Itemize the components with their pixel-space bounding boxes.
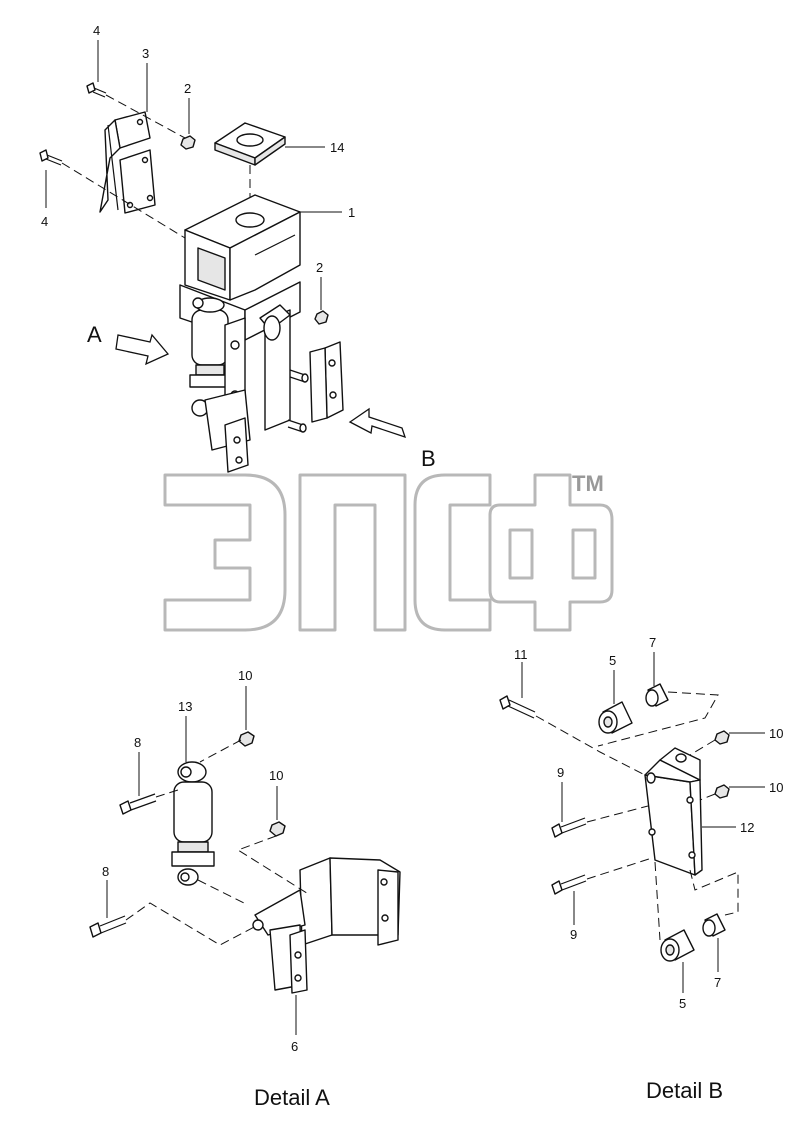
detail-a-shock-absorber [171, 761, 215, 886]
detail-a-callout-10-top: 10 [238, 668, 252, 683]
detail-b-bolt-9-top [551, 817, 587, 838]
detail-b-callout-10-top: 10 [769, 726, 783, 741]
detail-b-bushing-5-top [598, 701, 633, 734]
detail-a-bolt-8-bottom [89, 915, 127, 938]
detail-a-nut-10-mid [269, 821, 286, 837]
view-arrow-a [115, 333, 170, 366]
detail-a-callout-13: 13 [178, 699, 192, 714]
view-label-a: A [87, 322, 102, 347]
callout-3: 3 [142, 46, 149, 61]
detail-a-nut-10-top [238, 731, 255, 747]
detail-b-callout-7-bot: 7 [714, 975, 721, 990]
callout-14: 14 [330, 140, 344, 155]
detail-b: 11 5 7 10 9 10 12 9 5 7 Detail B [499, 635, 783, 1103]
part-2-nut-right [314, 310, 329, 325]
right-bracket [287, 341, 344, 433]
detail-a-callout-8-top: 8 [134, 735, 141, 750]
detail-b-callout-10-mid: 10 [769, 780, 783, 795]
detail-b-sleeve-7-top [645, 683, 669, 707]
watermark-logo: TM [163, 471, 614, 632]
watermark-tm: TM [572, 471, 604, 496]
detail-b-bracket-12 [644, 747, 703, 876]
side-plates [204, 304, 291, 473]
main-assembly: A B 4 3 2 14 4 1 2 [39, 23, 436, 473]
callout-4-top: 4 [93, 23, 100, 38]
detail-b-callout-9-top: 9 [557, 765, 564, 780]
detail-b-callout-11: 11 [514, 647, 528, 662]
part-2-nut-top [180, 135, 196, 150]
detail-b-callout-12: 12 [740, 820, 754, 835]
detail-b-bushing-5-bottom [660, 929, 695, 962]
detail-a-bracket [252, 857, 401, 994]
detail-b-callout-5-bot: 5 [679, 996, 686, 1011]
detail-b-bolt-9-bottom [551, 874, 587, 895]
detail-a-callout-10-mid: 10 [269, 768, 283, 783]
detail-b-bolt-11 [499, 695, 536, 719]
callout-1: 1 [348, 205, 355, 220]
part-4-bolt-left [39, 149, 63, 166]
detail-b-nut-10-top [714, 730, 730, 745]
detail-a-label: Detail A [254, 1085, 330, 1110]
detail-b-callout-9-bot: 9 [570, 927, 577, 942]
detail-b-nut-10-mid [714, 784, 730, 799]
part-14-washer [214, 122, 286, 166]
callout-2-right: 2 [316, 260, 323, 275]
detail-a-callout-6: 6 [291, 1039, 298, 1054]
shock-absorber [189, 297, 231, 417]
callout-4-left: 4 [41, 214, 48, 229]
detail-b-callout-5-top: 5 [609, 653, 616, 668]
part-4-bolt-top [86, 82, 107, 98]
detail-a-bolt-8-top [119, 793, 157, 815]
detail-a: 10 13 8 10 8 6 Detail A [89, 668, 401, 1110]
callout-2-top: 2 [184, 81, 191, 96]
part-3-bracket [99, 111, 156, 214]
view-arrow-b [348, 407, 407, 439]
detail-b-callout-7-top: 7 [649, 635, 656, 650]
detail-b-sleeve-7-bottom [702, 913, 726, 937]
detail-b-label: Detail B [646, 1078, 723, 1103]
view-label-b: B [421, 446, 436, 471]
detail-a-callout-8-bot: 8 [102, 864, 109, 879]
